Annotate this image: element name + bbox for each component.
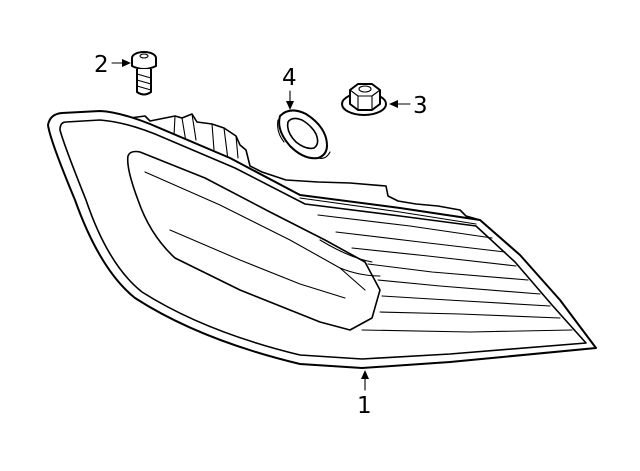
grommet-seal: [277, 109, 331, 160]
callout-number-2: 2: [94, 52, 109, 78]
tail-lamp-assembly: [47, 110, 597, 369]
callout-number-1: 1: [357, 393, 372, 419]
lamp-inner-bezel: [59, 119, 587, 360]
callout-leaders: [111, 59, 411, 391]
callout-number-3: 3: [413, 93, 428, 119]
lamp-reflector-cavity: [126, 150, 381, 331]
lamp-light-strip: [299, 197, 477, 225]
screw: [131, 51, 157, 96]
callout-number-4: 4: [282, 65, 297, 91]
lamp-lens-outline: [47, 110, 597, 369]
flange-nut: [341, 83, 387, 116]
